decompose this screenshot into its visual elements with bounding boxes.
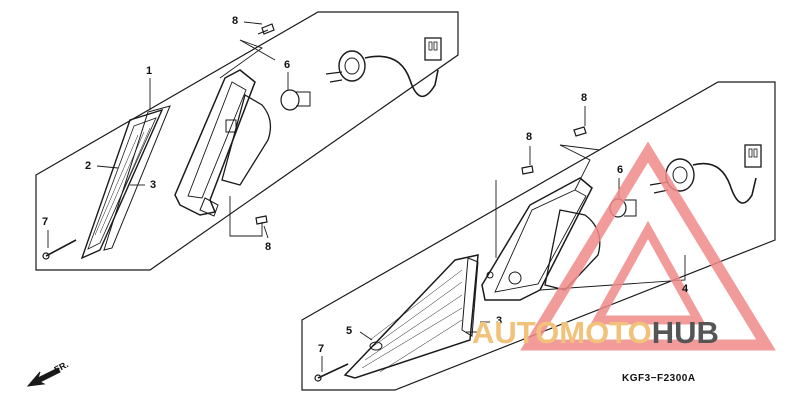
callout-left-7: 7 xyxy=(42,216,49,228)
watermark-text-a: AUTOMOTO xyxy=(472,315,652,350)
right-housing xyxy=(481,177,601,301)
front-direction-arrow xyxy=(26,367,61,387)
callout-left-8-top: 8 xyxy=(232,15,239,27)
right-screw-7 xyxy=(314,363,349,382)
watermark-text-b: HUB xyxy=(651,315,719,350)
left-assembly-frame xyxy=(35,11,459,271)
left-gasket xyxy=(103,105,171,251)
callout-right-3: 3 xyxy=(496,315,503,327)
callout-right-8-top: 8 xyxy=(581,92,588,104)
left-housing xyxy=(174,69,272,217)
right-screw-mid xyxy=(521,165,534,175)
left-bulb xyxy=(280,89,311,111)
callout-right-6: 6 xyxy=(617,164,624,176)
right-assembly-frame xyxy=(301,81,776,391)
callout-left-1: 1 xyxy=(146,65,153,77)
callout-right-8-mid: 8 xyxy=(526,131,533,143)
left-screw-7 xyxy=(42,239,77,260)
watermark-logo: AUTOMOTOHUB xyxy=(472,316,719,350)
callout-left-8-bottom: 8 xyxy=(265,241,272,253)
left-socket xyxy=(325,37,442,98)
left-screw-bottom xyxy=(255,215,268,225)
right-lens xyxy=(343,254,479,379)
right-screw-top xyxy=(573,126,587,137)
callout-left-6: 6 xyxy=(284,59,291,71)
diagram-code: KGF3−F2300A xyxy=(622,373,696,384)
callout-right-7: 7 xyxy=(318,343,325,355)
watermark-triangle-icon xyxy=(520,141,776,351)
callout-left-2: 2 xyxy=(85,160,92,172)
right-gasket xyxy=(461,257,479,337)
callout-right-5: 5 xyxy=(346,325,353,337)
callout-right-4: 4 xyxy=(682,283,689,295)
left-screw-top xyxy=(257,23,275,35)
callout-left-3: 3 xyxy=(150,179,157,191)
